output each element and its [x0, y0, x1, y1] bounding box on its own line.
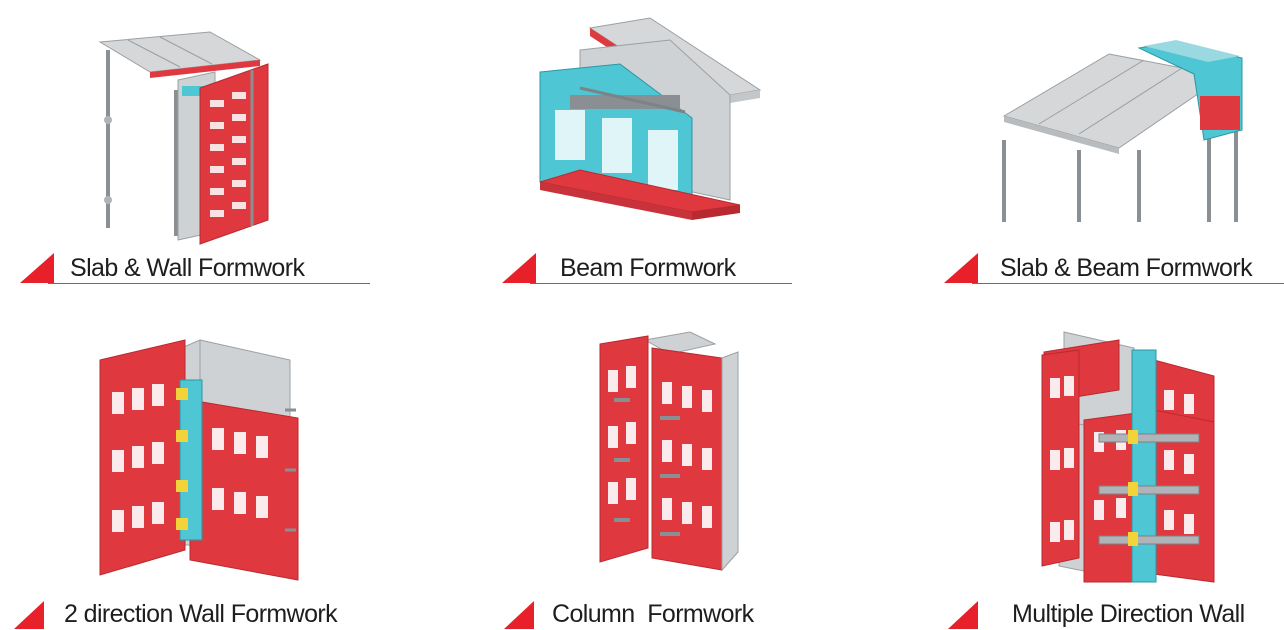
caption-underline [48, 283, 370, 284]
caption-beam: Beam Formwork [560, 254, 736, 282]
red-triangle-icon [20, 253, 54, 283]
red-triangle-icon [14, 601, 44, 629]
product-card-column[interactable]: Column Formwork [430, 300, 850, 630]
product-card-two-direction-wall[interactable]: 2 direction Wall Formwork [0, 300, 420, 630]
caption-multiple-direction-wall: Multiple Direction Wall [1012, 600, 1245, 628]
red-triangle-icon [502, 253, 536, 283]
product-card-slab-wall[interactable]: Slab & Wall Formwork [0, 0, 420, 300]
product-card-beam[interactable]: Beam Formwork [430, 0, 850, 300]
multiple-direction-wall-illustration [1041, 331, 1215, 583]
caption-slab-wall: Slab & Wall Formwork [70, 254, 305, 282]
product-card-slab-beam[interactable]: Slab & Beam Formwork [864, 0, 1284, 300]
caption-underline [972, 283, 1284, 284]
two-direction-wall-formwork-illustration [99, 339, 299, 581]
caption-slab-beam: Slab & Beam Formwork [1000, 254, 1253, 282]
beam-formwork-illustration [539, 17, 762, 220]
column-formwork-illustration [599, 331, 739, 572]
caption-two-direction-wall: 2 direction Wall Formwork [64, 600, 338, 628]
slab-wall-formwork-illustration [98, 31, 269, 245]
slab-beam-formwork-illustration [1002, 40, 1243, 222]
caption-column: Column Formwork [552, 600, 754, 628]
red-triangle-icon [504, 601, 534, 629]
red-triangle-icon [944, 253, 978, 283]
product-card-multiple-direction-wall[interactable]: Multiple Direction Wall [864, 300, 1284, 630]
red-triangle-icon [948, 601, 978, 629]
caption-underline [530, 283, 792, 284]
